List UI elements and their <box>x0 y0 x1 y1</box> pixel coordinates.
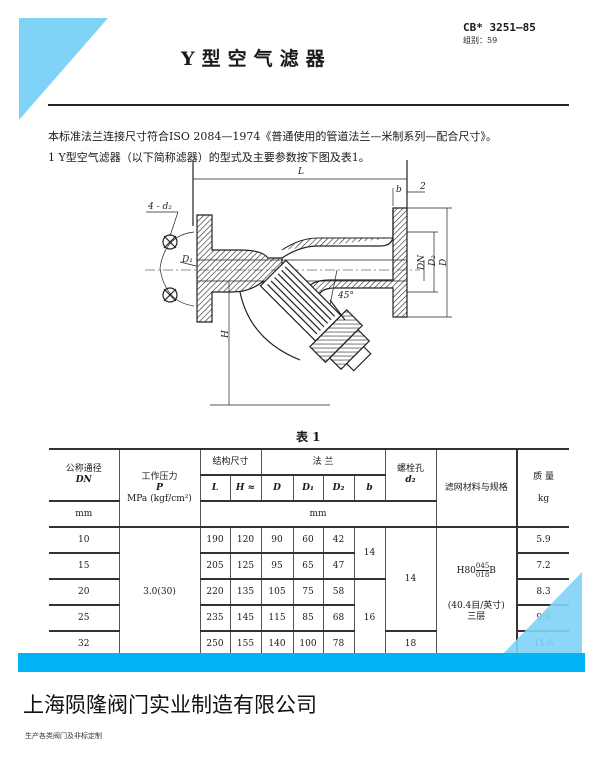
label-2: 2 <box>419 182 426 192</box>
document-title: Y型空气滤器 <box>181 48 332 70</box>
cell-H: 145 <box>229 604 262 632</box>
clause-1: 1 Y型空气滤器（以下简称滤器）的型式及主要参数按下图及表1。 <box>48 151 370 164</box>
accent-bar <box>18 653 585 672</box>
cell-L: 190 <box>199 526 231 554</box>
label-L: L <box>297 167 304 177</box>
cell-D2: 42 <box>322 526 355 554</box>
cell-b: 16 <box>353 578 386 658</box>
cell-dn: 15 <box>49 552 120 580</box>
header-b: b <box>353 474 386 502</box>
cell-D2: 47 <box>322 552 355 580</box>
decorative-triangle-bottom-right <box>497 572 582 660</box>
label-D1: D₁ <box>181 255 193 265</box>
cell-H: 125 <box>229 552 262 580</box>
cell-D2: 68 <box>322 604 355 632</box>
cell-D1: 60 <box>292 526 324 554</box>
label-D2: D₂ <box>428 255 438 267</box>
cell-dn: 25 <box>49 604 120 632</box>
company-slogan: 生产各类阀门及非标定制 <box>25 732 102 740</box>
cell-pressure: 3.0(30) <box>118 526 201 658</box>
label-angle: 45° <box>337 291 354 301</box>
cell-mass: 5.9 <box>516 526 570 554</box>
table-row: 15 205 125 95 65 47 7.2 <box>49 552 570 580</box>
label-D: D <box>439 259 449 267</box>
cell-D: 90 <box>260 526 294 554</box>
standard-number: CB* 3251—85 <box>463 21 536 34</box>
header-D1: D₁ <box>292 474 324 502</box>
cell-D2: 58 <box>322 578 355 606</box>
header-L: L <box>199 474 231 502</box>
label-H: H <box>221 330 231 339</box>
cell-dn: 20 <box>49 578 120 606</box>
cell-H: 120 <box>229 526 262 554</box>
header-mm-unit: mm <box>199 500 437 528</box>
group-number: 组别：59 <box>463 36 498 45</box>
header-filter: 滤网材料与规格 <box>435 448 518 528</box>
decorative-triangle-top-left <box>19 18 108 120</box>
cell-dn: 10 <box>49 526 120 554</box>
cell-D1: 75 <box>292 578 324 606</box>
intro-paragraph: 本标准法兰连接尺寸符合ISO 2084—1974《普通使用的管道法兰—米制系列—… <box>48 130 497 143</box>
table-caption: 表 1 <box>296 430 321 444</box>
cell-H: 135 <box>229 578 262 606</box>
header-dn-unit: mm <box>49 500 120 528</box>
cell-b: 14 <box>353 526 386 580</box>
cell-D1: 85 <box>292 604 324 632</box>
cell-L: 220 <box>199 578 231 606</box>
cell-d2: 14 <box>384 526 437 632</box>
cell-L: 205 <box>199 552 231 580</box>
company-name: 上海陨隆阀门实业制造有限公司 <box>23 693 317 717</box>
header-D: D <box>260 474 294 502</box>
label-DN: DN <box>417 254 427 271</box>
header-H: H ≈ <box>229 474 262 502</box>
cell-L: 235 <box>199 604 231 632</box>
header-structure: 结构尺寸 <box>199 448 262 476</box>
cell-D: 105 <box>260 578 294 606</box>
cell-D: 115 <box>260 604 294 632</box>
label-bolt-holes: 4 - d₂ <box>147 202 172 212</box>
label-b: b <box>396 185 402 195</box>
cell-D: 95 <box>260 552 294 580</box>
header-D2: D₂ <box>322 474 355 502</box>
y-strainer-drawing: L b 2 4 - d₂ D₁ DN D₂ D H 45° <box>145 160 452 406</box>
cell-D1: 65 <box>292 552 324 580</box>
header-flange: 法 兰 <box>260 448 386 476</box>
header-rule <box>48 104 569 106</box>
table-row: 25 235 145 115 85 68 9.8 <box>49 604 570 632</box>
